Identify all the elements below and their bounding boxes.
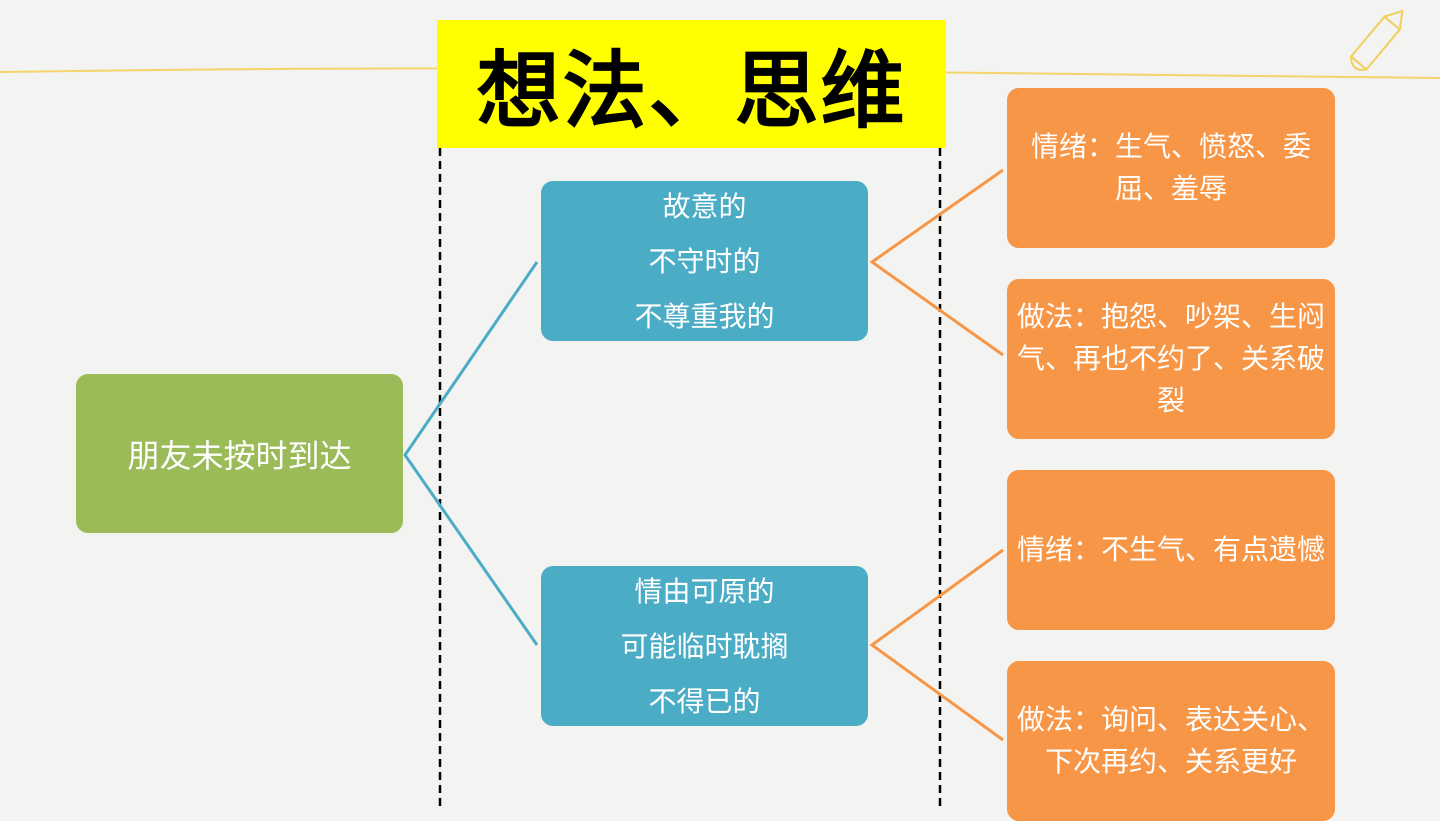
thought-node-1: 故意的 不守时的 不尊重我的 bbox=[541, 181, 868, 341]
outcome-emotion-1: 情绪：生气、愤怒、委屈、羞辱 bbox=[1007, 88, 1335, 248]
thought-line: 故意的 bbox=[662, 189, 747, 223]
connector-event-thoughts bbox=[403, 261, 539, 646]
thought-line: 情由可原的 bbox=[634, 574, 775, 608]
outcome-text: 情绪：生气、愤怒、委屈、羞辱 bbox=[1030, 130, 1311, 205]
pencil-icon bbox=[1349, 9, 1404, 71]
outcome-emotion-2: 情绪：不生气、有点遗憾 bbox=[1007, 470, 1335, 630]
outcome-action-1: 做法：抱怨、吵架、生闷气、再也不约了、关系破裂 bbox=[1007, 279, 1335, 439]
thought-line: 可能临时耽搁 bbox=[620, 629, 789, 663]
connector-thought1-outcomes bbox=[869, 168, 1004, 357]
event-node: 朋友未按时到达 bbox=[76, 374, 403, 533]
thought-line: 不尊重我的 bbox=[634, 299, 775, 333]
outcome-text: 做法：抱怨、吵架、生闷气、再也不约了、关系破裂 bbox=[1016, 300, 1325, 417]
outcome-text: 情绪：不生气、有点遗憾 bbox=[1016, 533, 1325, 566]
event-text: 朋友未按时到达 bbox=[127, 436, 352, 475]
thought-line: 不得已的 bbox=[648, 684, 761, 718]
outcome-action-2: 做法：询问、表达关心、下次再约、关系更好 bbox=[1007, 661, 1335, 821]
thought-node-2: 情由可原的 可能临时耽搁 不得已的 bbox=[541, 566, 868, 726]
slide-title: 想法、思维 bbox=[437, 20, 946, 148]
connector-thought2-outcomes bbox=[869, 548, 1004, 742]
thought-line: 不守时的 bbox=[648, 244, 761, 278]
outcome-text: 做法：询问、表达关心、下次再约、关系更好 bbox=[1016, 703, 1325, 778]
